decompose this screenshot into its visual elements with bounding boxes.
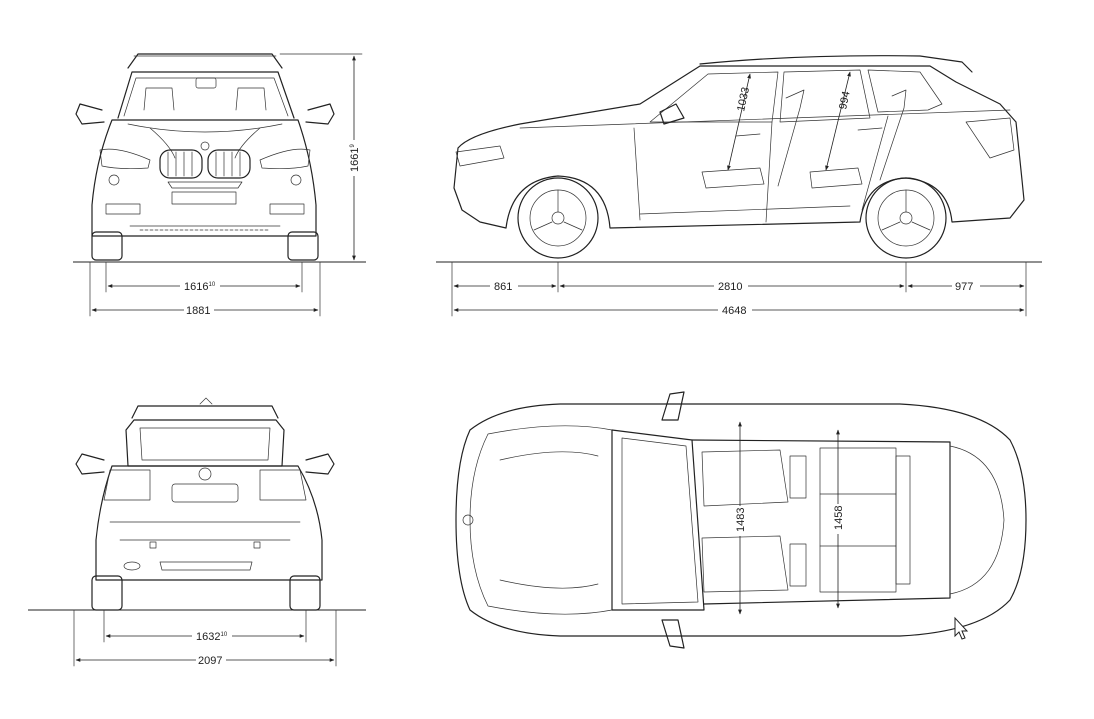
overall-width-label: 1881 <box>186 305 210 317</box>
front-view: 161610 1881 16619 <box>73 53 366 317</box>
mirror-width-label: 2097 <box>198 655 222 667</box>
mouse-cursor-icon <box>954 616 969 640</box>
side-view: 1033 994 861 2810 977 4648 <box>436 55 1042 317</box>
front-track-label: 161610 <box>184 281 216 293</box>
rear-track-label: 163210 <box>196 631 228 643</box>
height-label: 16619 <box>349 144 361 172</box>
rear-view: 163210 2097 <box>28 397 366 667</box>
rear-overhang-label: 977 <box>955 281 973 293</box>
front-headroom-label: 1033 <box>735 86 752 112</box>
overall-length-label: 4648 <box>722 305 746 317</box>
front-overhang-label: 861 <box>494 281 512 293</box>
front-shoulder-label: 1483 <box>735 508 747 532</box>
rear-shoulder-label: 1458 <box>833 506 845 530</box>
wheelbase-label: 2810 <box>718 281 742 293</box>
top-view: 1483 1458 <box>455 391 1027 649</box>
rear-headroom-label: 994 <box>837 90 853 110</box>
